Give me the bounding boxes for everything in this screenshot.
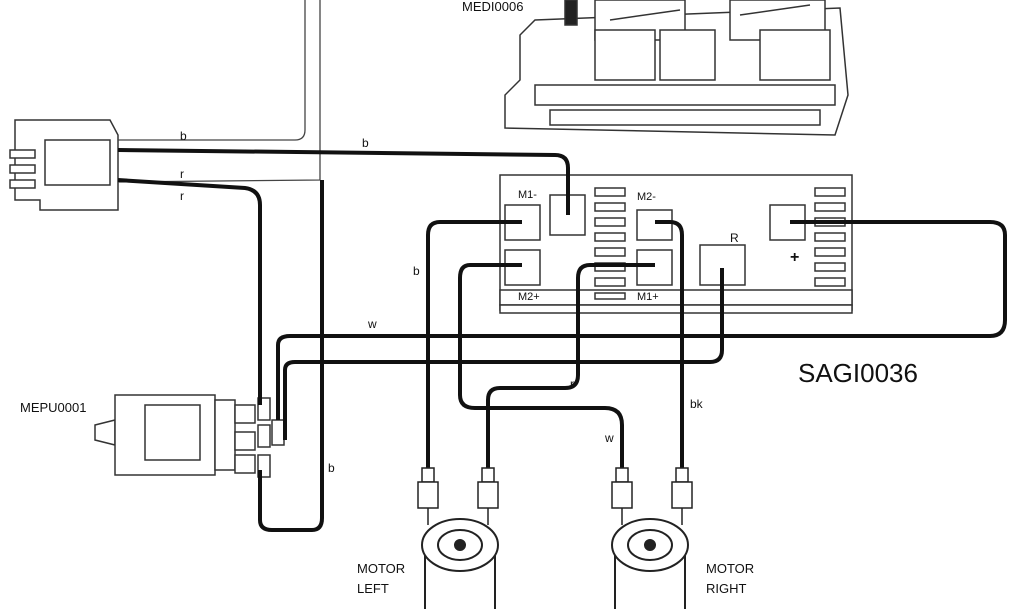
label-r-terminal: R [730,231,739,245]
label-medi0006: MEDI0006 [462,0,523,14]
label-mepu0001: MEPU0001 [20,400,86,415]
motor-right [611,518,689,609]
label-m1-minus: M1- [518,189,537,201]
label-motor-left-2: LEFT [357,581,389,596]
wire-label-b-2: b [362,136,369,150]
label-sagi0036: SAGI0036 [798,358,918,388]
wire-label-b-bottom: b [328,461,335,475]
wire-label-r-2: r [180,189,184,203]
wire-label-b-1: b [180,129,187,143]
wire-bk [655,220,684,470]
mepu0001-switch [94,394,285,478]
wire-r-mid [486,263,655,470]
wire-w-long [276,220,1007,420]
sagi0036-module [499,174,853,314]
motor-left [421,518,499,609]
wire-r-terminal [283,268,724,440]
wire-label-b-left: b [413,264,420,278]
wire-r-top [117,178,262,405]
wire-label-r-mid: r [570,377,574,391]
wire-label-w-low: w [604,431,614,445]
wire-b-bottom [258,180,324,532]
label-motor-right-1: MOTOR [706,561,754,576]
label-m2-minus: M2- [637,191,656,203]
wire-b-left [426,220,522,470]
wire-label-r-1: r [180,167,184,181]
motor-connectors [417,467,693,525]
left-top-connector [9,119,119,211]
wire-b-top [117,148,570,215]
wire-label-bk: bk [690,397,704,411]
label-m2-plus: M2+ [518,291,540,303]
label-motor-left-1: MOTOR [357,561,405,576]
thin-cable-b [117,0,321,183]
medi0006-connector [504,0,849,136]
label-plus: + [790,249,799,266]
wire-label-w-mid: w [367,317,377,331]
label-m1-plus: M1+ [637,291,659,303]
thin-cable-a [118,0,306,141]
wire-w-low [458,263,624,470]
label-motor-right-2: RIGHT [706,581,747,596]
wires [117,148,1007,532]
